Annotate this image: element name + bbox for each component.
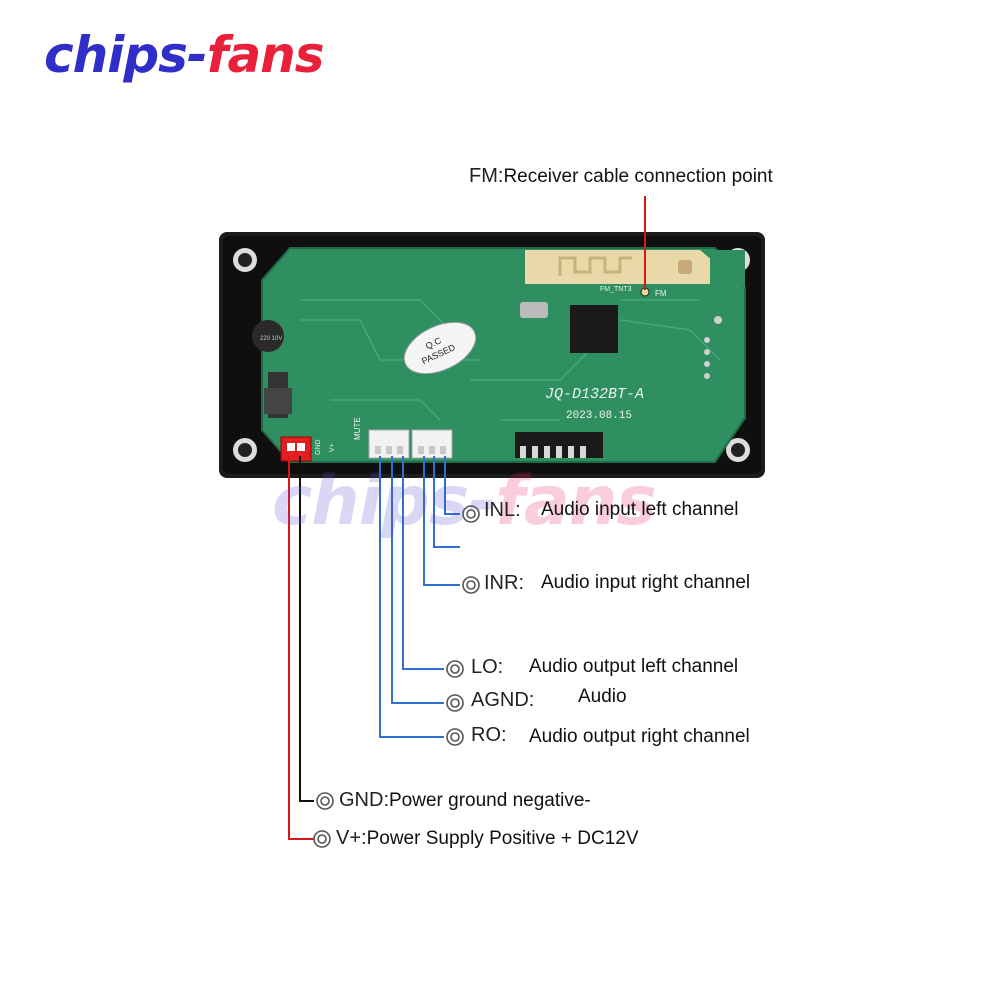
mute-silk-label: MUTE — [353, 417, 362, 440]
vplus-silk-label: V+ — [329, 443, 336, 452]
pin-ring-icon — [446, 660, 464, 678]
callout-vplus-pin: V+: — [336, 827, 367, 849]
power-connector — [280, 436, 312, 462]
callout-fm-pin: FM: — [469, 165, 504, 187]
leader-lines — [288, 196, 646, 840]
callout-ro-desc: Audio output right channel — [529, 726, 750, 747]
callout-inr-desc: Audio input right channel — [541, 572, 751, 593]
brand-logo-part1: chips- — [44, 26, 208, 84]
capacitor — [252, 320, 284, 352]
callout-inl: INL: — [484, 499, 521, 522]
pin-ring-icon — [316, 792, 334, 810]
callout-fm: FM:Receiver cable connection point — [469, 165, 773, 188]
watermark: chips-fans — [272, 462, 657, 541]
pin-ring-icon — [462, 576, 480, 594]
brand-logo-part2: fans — [206, 26, 325, 84]
watermark-part1: chips- — [272, 462, 496, 541]
callout-lo-desc: Audio output left channel — [529, 656, 739, 677]
capacitor-text: 220 10V — [260, 336, 282, 342]
callout-lo: LO: — [471, 656, 503, 679]
callout-agnd: AGND: — [471, 689, 534, 712]
pin-ring-icon — [313, 830, 331, 848]
pin-ring-icon — [446, 694, 464, 712]
board-date-label: 2023.08.15 — [566, 410, 632, 422]
brand-logo: chips-fans — [44, 26, 325, 84]
qc-sticker: Q.C PASSED — [403, 321, 477, 375]
fm-tnt-label: FM_TNT3 — [600, 286, 632, 293]
callout-vplus-desc: Power Supply Positive + DC12V — [366, 828, 639, 849]
pin-ring-icon — [462, 505, 480, 523]
callout-gnd-desc: Power ground negative- — [389, 790, 591, 811]
callout-ro-pin: RO: — [471, 724, 507, 746]
pin-ring-icon — [446, 728, 464, 746]
callout-inl-pin: INL: — [484, 499, 521, 521]
callout-vplus: V+:Power Supply Positive + DC12V — [336, 827, 639, 850]
gnd-silk-label: GND — [315, 439, 322, 455]
callout-gnd: GND:Power ground negative- — [339, 789, 591, 812]
fm-silk-label: FM — [655, 289, 667, 298]
callout-agnd-desc: Audio — [578, 686, 627, 707]
callout-inr-pin: INR: — [484, 572, 524, 594]
watermark-part2: fans — [495, 462, 656, 541]
board-model-label: JQ-D132BT-A — [545, 386, 644, 403]
callout-inr: INR: — [484, 572, 524, 595]
callout-inl-desc: Audio input left channel — [541, 499, 739, 520]
callout-gnd-pin: GND: — [339, 789, 389, 811]
callout-agnd-pin: AGND: — [471, 689, 535, 711]
main-chip — [570, 305, 618, 353]
callout-ro: RO: — [471, 724, 507, 747]
callout-fm-desc: Receiver cable connection point — [503, 166, 773, 187]
callout-lo-pin: LO: — [471, 656, 504, 678]
